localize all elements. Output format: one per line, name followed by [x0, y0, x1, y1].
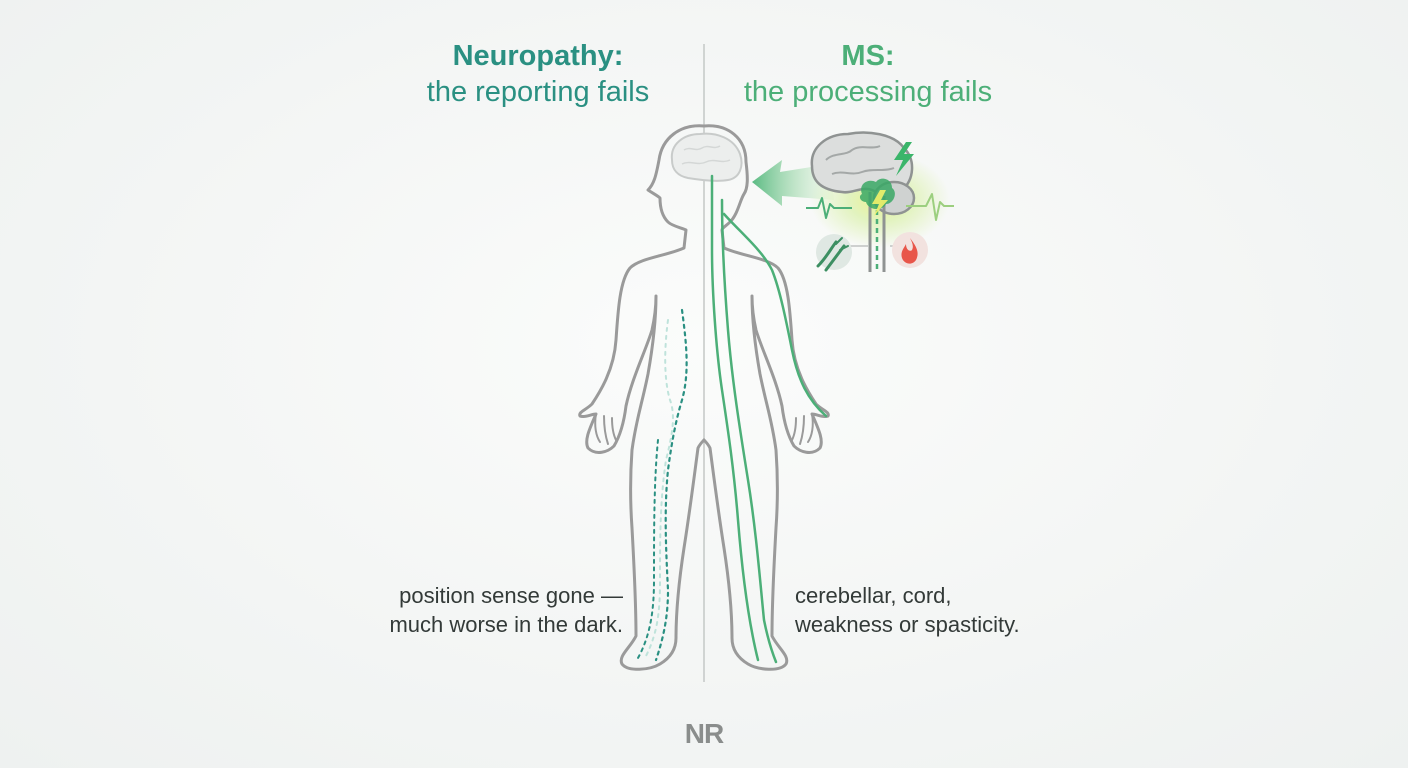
neuropathy-title: Neuropathy: [452, 40, 624, 72]
signal-wave-icon-right [906, 193, 954, 221]
ms-caption-line-2: weakness or spasticity. [795, 612, 1020, 637]
head-brain-outline [670, 132, 743, 182]
body-outline-left [578, 124, 706, 671]
signal-wave-icon [806, 197, 852, 219]
ms-caption: cerebellar, cord, weakness or spasticity… [795, 581, 1115, 639]
nr-logo: NR [685, 718, 725, 749]
neuropathy-caption-line-1: position sense gone — [399, 583, 623, 608]
head-brain-folds [681, 145, 731, 165]
nr-logo-text: NR [685, 718, 724, 749]
ms-nerve-paths [710, 174, 828, 664]
ms-heading: MS: the processing fails [708, 38, 1028, 110]
right-hand-fingers [791, 413, 814, 445]
neuropathy-nerve-paths [637, 308, 688, 662]
lightning-bolt-icon [894, 142, 914, 176]
neuropathy-heading: Neuropathy: the reporting fails [378, 38, 698, 110]
neuropathy-caption-line-2: much worse in the dark. [389, 612, 623, 637]
inflammation-flame-icon [890, 232, 928, 268]
neuropathy-caption: position sense gone — much worse in the … [320, 581, 623, 639]
neuropathy-subtitle: the reporting fails [426, 76, 650, 108]
left-hand-fingers [594, 413, 617, 445]
lightning-bolt-icon-small [872, 190, 888, 216]
damaged-nerve-icon [816, 234, 868, 272]
ms-title: MS: [841, 40, 895, 72]
ms-subtitle: the processing fails [743, 76, 993, 108]
ms-caption-line-1: cerebellar, cord, [795, 583, 952, 608]
